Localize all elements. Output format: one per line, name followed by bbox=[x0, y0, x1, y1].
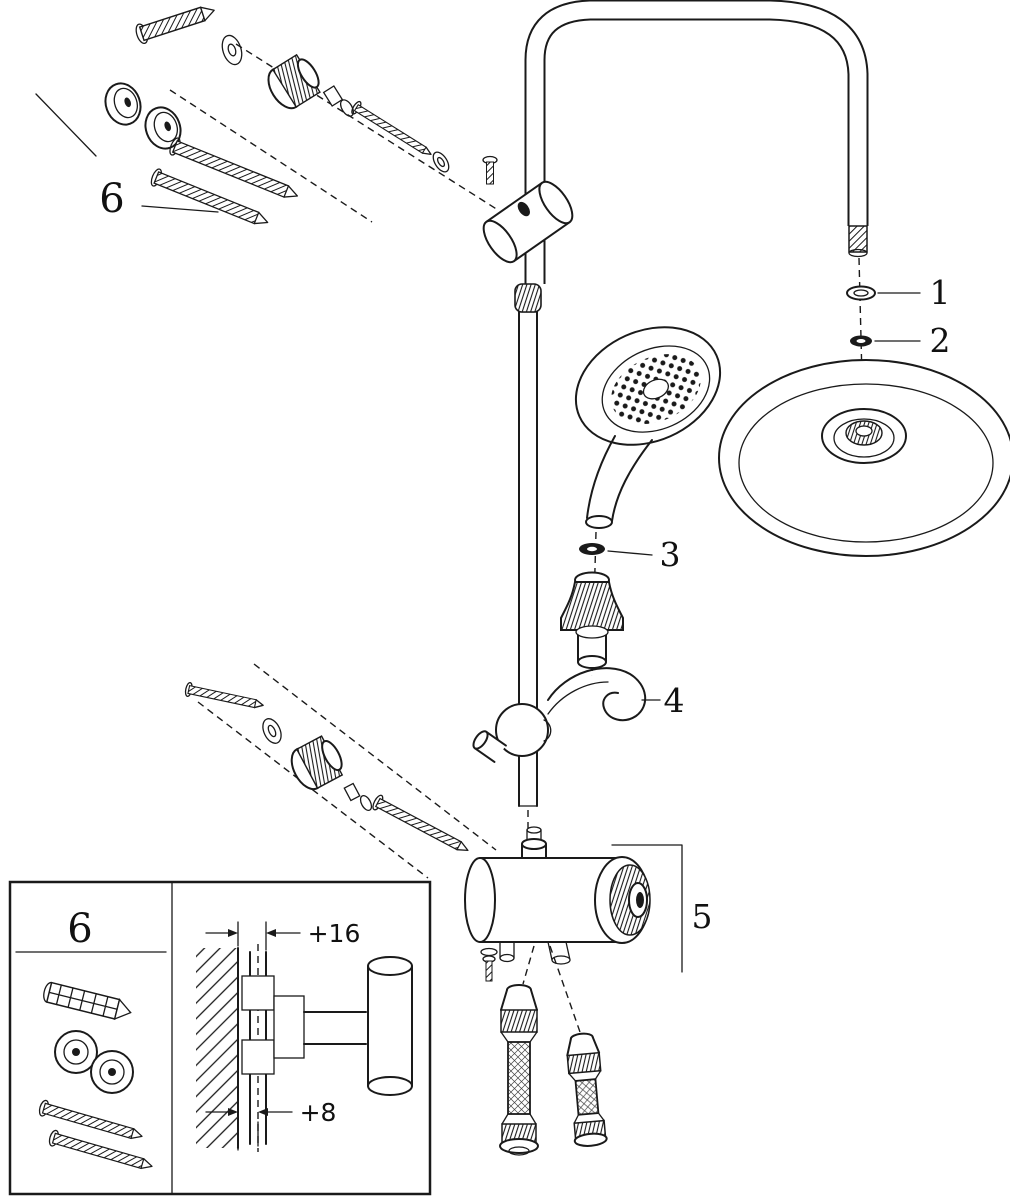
hose-b bbox=[566, 1032, 608, 1147]
inset-rosette-2 bbox=[90, 1050, 134, 1094]
part-label-1: 1 bbox=[930, 273, 951, 312]
inset-label-6: 6 bbox=[67, 906, 92, 952]
dimension-top-label: +16 bbox=[308, 919, 361, 948]
dimension-plus8 bbox=[205, 1108, 293, 1151]
washer-on-axis bbox=[432, 151, 450, 173]
holder-button bbox=[472, 730, 507, 763]
part-label-5: 5 bbox=[692, 897, 713, 936]
shower-arm bbox=[524, 0, 869, 284]
small-ring-mid bbox=[359, 794, 373, 812]
part-label-4: 4 bbox=[664, 681, 685, 720]
hose-connector-cone bbox=[560, 571, 624, 669]
upper-wall-bracket bbox=[482, 180, 574, 264]
small-ring bbox=[339, 99, 355, 117]
small-nut bbox=[322, 85, 344, 107]
part6-leader-line-a bbox=[35, 93, 97, 157]
bracket-knob bbox=[267, 53, 321, 110]
thin-screw-mid bbox=[184, 681, 264, 709]
screw-top bbox=[135, 6, 215, 45]
wall-hardware-top-group bbox=[35, 6, 298, 225]
diverter-screw bbox=[480, 947, 498, 982]
rosette-1 bbox=[104, 82, 142, 126]
part-2-gasket bbox=[850, 335, 921, 347]
hand-shower-holder bbox=[472, 667, 661, 763]
part5-bracket bbox=[611, 844, 683, 973]
hand-shower-handle bbox=[586, 435, 616, 519]
inset-wall-anchor bbox=[43, 981, 132, 1021]
inset-rosette-1 bbox=[54, 1030, 98, 1074]
part6-leader-line-b bbox=[141, 205, 219, 213]
upper-bracket-hardware-group bbox=[169, 43, 499, 223]
small-nut-mid bbox=[343, 782, 361, 802]
knob-mid bbox=[290, 735, 344, 791]
dimension-bottom-label: +8 bbox=[300, 1098, 337, 1127]
hose-a bbox=[499, 984, 539, 1156]
diverter-valve bbox=[464, 826, 683, 973]
long-screw-1 bbox=[169, 137, 298, 198]
dimension-plus16 bbox=[205, 921, 301, 951]
inset-screw-1 bbox=[38, 1099, 143, 1140]
small-bolt bbox=[482, 155, 498, 185]
holder-clamp bbox=[495, 703, 549, 757]
part-label-3: 3 bbox=[660, 535, 681, 574]
washer-small bbox=[221, 34, 243, 66]
rail-top-cap bbox=[514, 283, 542, 313]
washer-mid bbox=[262, 718, 282, 744]
part-3-gasket bbox=[579, 543, 653, 556]
thin-screw bbox=[351, 100, 432, 156]
wall-hardware-middle-group bbox=[184, 663, 497, 879]
shower-hoses bbox=[499, 945, 608, 1156]
long-screw-2 bbox=[150, 168, 269, 225]
long-screw-mid bbox=[372, 794, 469, 852]
part-label-6: 6 bbox=[99, 176, 124, 222]
part-label-2: 2 bbox=[930, 321, 951, 360]
bracket-side-hole bbox=[517, 201, 530, 217]
hand-shower bbox=[574, 326, 722, 529]
arm-threaded-tip bbox=[848, 225, 868, 253]
inset-screw-2 bbox=[48, 1129, 153, 1170]
installation-inset: 6 bbox=[8, 880, 432, 1196]
part-1-washer bbox=[846, 285, 921, 301]
rain-shower-head bbox=[718, 359, 1010, 557]
